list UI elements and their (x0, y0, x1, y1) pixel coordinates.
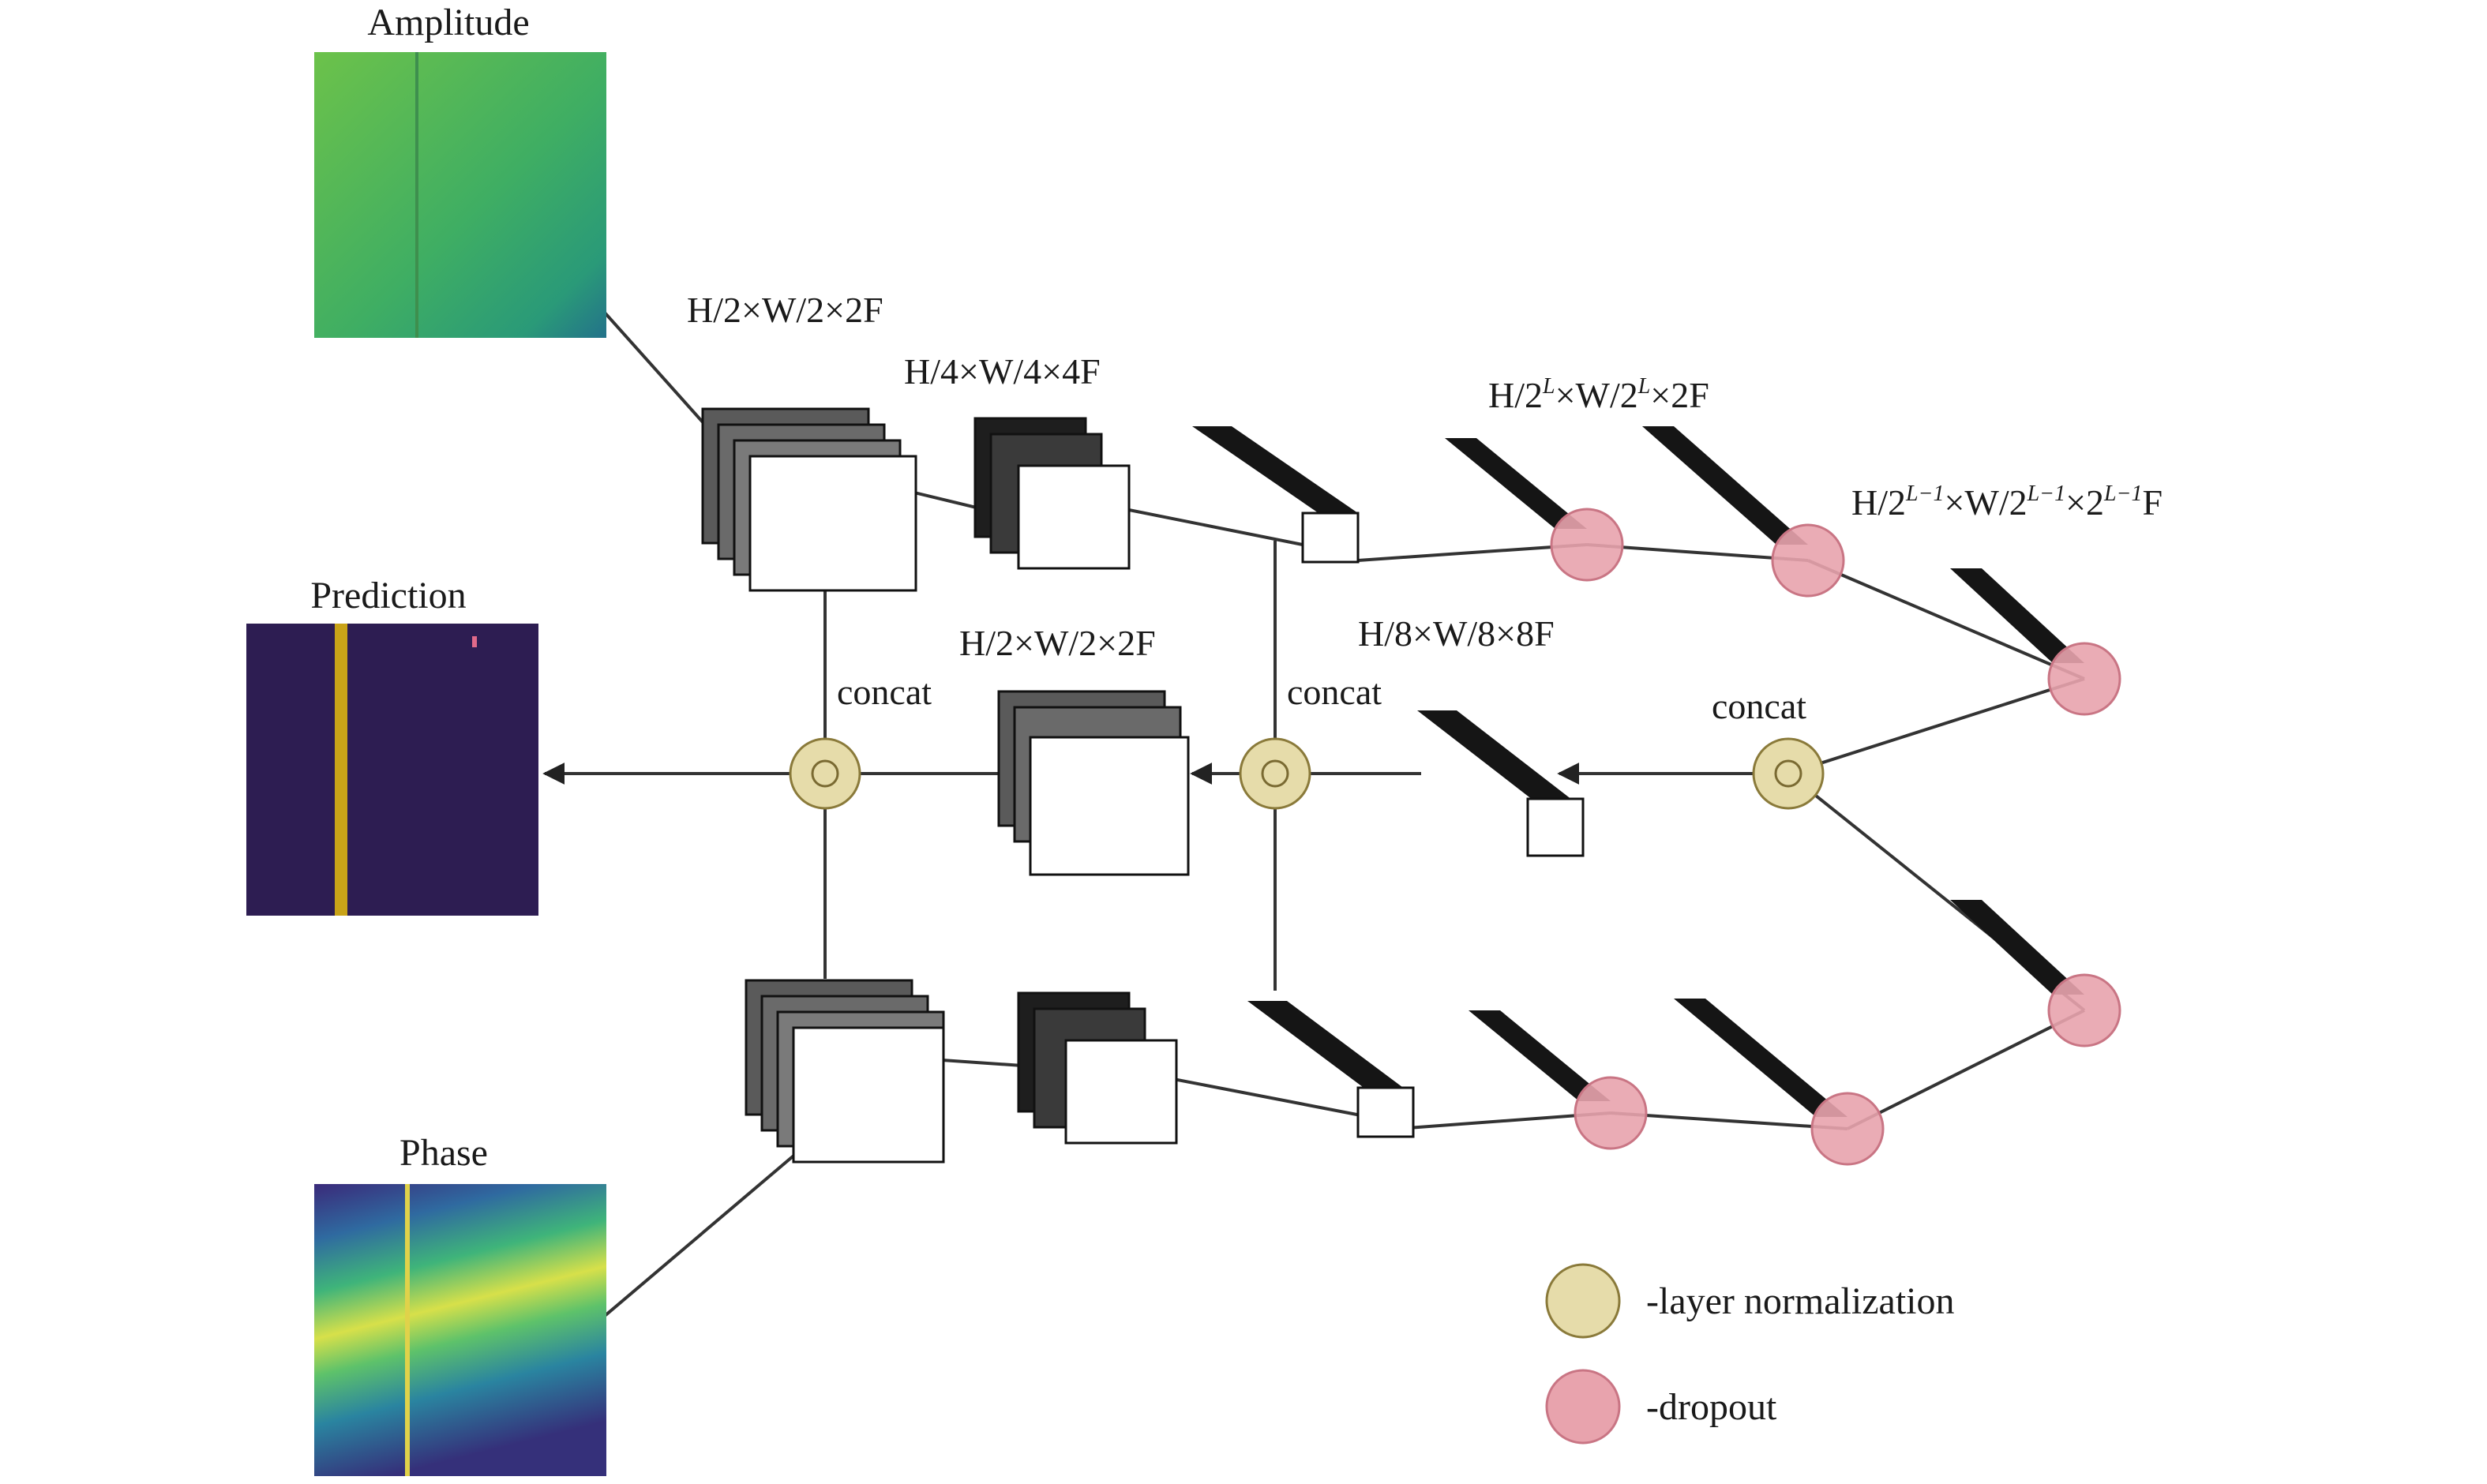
legend-swatch-layer-normalization (1545, 1263, 1621, 1339)
prediction-label: Prediction (310, 575, 466, 616)
legend-swatch-dropout (1545, 1369, 1621, 1445)
connector-dropout2-to-deep-top (1807, 559, 2085, 680)
connector-lines (535, 235, 2086, 1375)
dropout-circle-bottom-2 (1810, 1092, 1885, 1166)
connector-enc3-to-enc2-bottom (1144, 1072, 1390, 1122)
concat-node-2 (1239, 737, 1311, 810)
phase-image: Phase (314, 1132, 606, 1476)
label-encoder-deepest: H/2L−1×W/2L−1×2L−1F (1851, 482, 2163, 523)
dropout-circle-bottom-1 (1574, 1076, 1648, 1150)
encoder-bottom-level2-block (1017, 991, 1178, 1145)
decoder-upsample3-block (1417, 710, 1585, 857)
dropout-circle-top-2 (1771, 523, 1845, 598)
encoder-bottom-deep-block-2 (1674, 999, 1847, 1117)
decoder-upsample1-block (997, 690, 1190, 876)
connector-dropout2-to-dropout1-bottom (1610, 1111, 1848, 1130)
encoder-top-level2-block (973, 417, 1131, 570)
layernorm-nodes (789, 737, 1825, 810)
encoder-bottom-deep-block-1 (1469, 1010, 1611, 1101)
label-encoder-level2: H/4×W/4×4F (904, 351, 1101, 392)
label-encoder-level1: H/2×W/2×2F (687, 290, 883, 330)
encoder-bottom-level1-block (745, 979, 945, 1164)
label-concat-2: concat (1287, 672, 1382, 712)
encoder-top-deep-block-2 (1642, 426, 1808, 545)
prediction-image: Prediction (246, 575, 538, 916)
dropout-circle-deep-top (2047, 642, 2121, 716)
legend-item-dropout: -dropout (1545, 1369, 1777, 1445)
concat-node-1 (789, 737, 861, 810)
dropout-circle-top-1 (1550, 508, 1624, 582)
connector-deep-top-to-concat3 (1787, 677, 2085, 775)
amplitude-image: Amplitude (314, 2, 606, 338)
encoder-deepest-top-block (1950, 568, 2084, 663)
legend-label-layer-normalization: -layer normalization (1646, 1280, 1955, 1322)
legend-label-dropout: -dropout (1646, 1386, 1777, 1428)
dropout-circles (1550, 508, 2121, 1166)
encoder-bottom-level3-block (1247, 1001, 1415, 1138)
label-decoder-upsample1: H/2×W/2×2F (959, 623, 1156, 663)
label-concat-3: concat (1712, 686, 1806, 726)
label-encoder-deep: H/2L×W/2L×2F (1488, 374, 1709, 415)
connector-deep-bottom-to-dropout2-bottom (1847, 1009, 2085, 1130)
encoder-deepest-bottom-block (1950, 900, 2084, 995)
label-decoder-upsample3: H/8×W/8×8F (1358, 613, 1555, 654)
phase-label: Phase (399, 1132, 488, 1174)
legend-item-layer-normalization: -layer normalization (1545, 1263, 1955, 1339)
legend: -layer normalization -dropout (1545, 1263, 1955, 1445)
amplitude-label: Amplitude (367, 2, 529, 43)
label-concat-1: concat (837, 672, 932, 712)
concat-node-3 (1752, 737, 1825, 810)
encoder-top-deep-block-1 (1445, 438, 1587, 529)
dropout-circle-deep-bottom (2047, 973, 2121, 1047)
encoder-top-level3-block (1192, 426, 1360, 564)
encoder-top-level1-block (701, 407, 917, 592)
connector-dropout1-to-dropout2-top (1586, 543, 1809, 562)
connector-enc3-to-dropout1-top (1357, 543, 1588, 562)
